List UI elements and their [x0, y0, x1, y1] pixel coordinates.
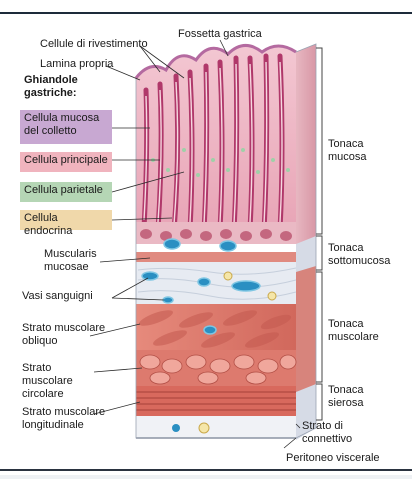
legend-cellula-mucosa-colletto: Cellula mucosa del colletto: [20, 110, 112, 144]
bottom-rule: [0, 469, 412, 471]
gland-lumens: [143, 61, 283, 225]
block-side-mucosa: [296, 44, 316, 244]
serosa-layer: [136, 416, 296, 438]
bottom-strip: [0, 475, 412, 479]
top-bar: [0, 0, 412, 22]
label-strato-connettivo: Strato di connettivo: [302, 420, 353, 445]
longitudinal-fibers: [136, 391, 296, 411]
label-vasi-sanguigni: Vasi sanguigni: [22, 290, 93, 302]
leader-lines: [89, 39, 301, 449]
label-lamina-propria: Lamina propria: [40, 58, 114, 70]
top-rule: [0, 12, 412, 14]
legend-cellula-parietale: Cellula parietale: [20, 182, 112, 202]
circular-fibers: [139, 354, 297, 385]
label-cellule-rivestimento: Cellule di rivestimento: [40, 38, 148, 50]
block-side-muscle: [296, 266, 316, 392]
label-strato-longitudinale: Strato muscolare longitudinale: [22, 406, 106, 431]
serosa-vessels: [172, 422, 210, 434]
label-ghiandole-gastriche: Ghiandole gastriche:: [24, 74, 78, 99]
surface-epithelium: [134, 44, 297, 79]
muscularis-mucosae: [136, 252, 296, 262]
label-tonaca-sierosa: Tonaca sierosa: [328, 384, 364, 409]
submucosa-glands: [223, 271, 277, 301]
longitudinal-muscle-layer: [136, 386, 296, 416]
label-muscularis-mucosae: Muscularis mucosae: [44, 248, 97, 273]
block-outline: [135, 43, 317, 439]
submucosa-vessels: [141, 271, 261, 304]
label-peritoneo-viscerale: Peritoneo viscerale: [286, 452, 380, 464]
parietal-cells: [151, 148, 290, 177]
label-fossetta-gastrica: Fossetta gastrica: [178, 28, 262, 40]
mucosa-vessels: [163, 238, 237, 252]
label-tonaca-sottomucosa: Tonaca sottomucosa: [328, 242, 391, 267]
legend-cellula-principale: Cellula principale: [20, 152, 112, 172]
muscle-vessel: [203, 325, 217, 335]
tonaca-brackets: [316, 47, 323, 421]
label-tonaca-mucosa: Tonaca mucosa: [328, 138, 367, 163]
label-tonaca-muscolare: Tonaca muscolare: [328, 318, 379, 343]
gland-bases: [140, 229, 292, 241]
legend-cellula-endocrina: Cellula endocrina: [20, 210, 112, 237]
label-strato-circolare: Strato muscolare circolare: [22, 362, 73, 400]
label-strato-obliquo: Strato muscolare obliquo: [22, 322, 106, 347]
oblique-fibers: [138, 310, 292, 348]
gland-base-band: [136, 222, 296, 244]
